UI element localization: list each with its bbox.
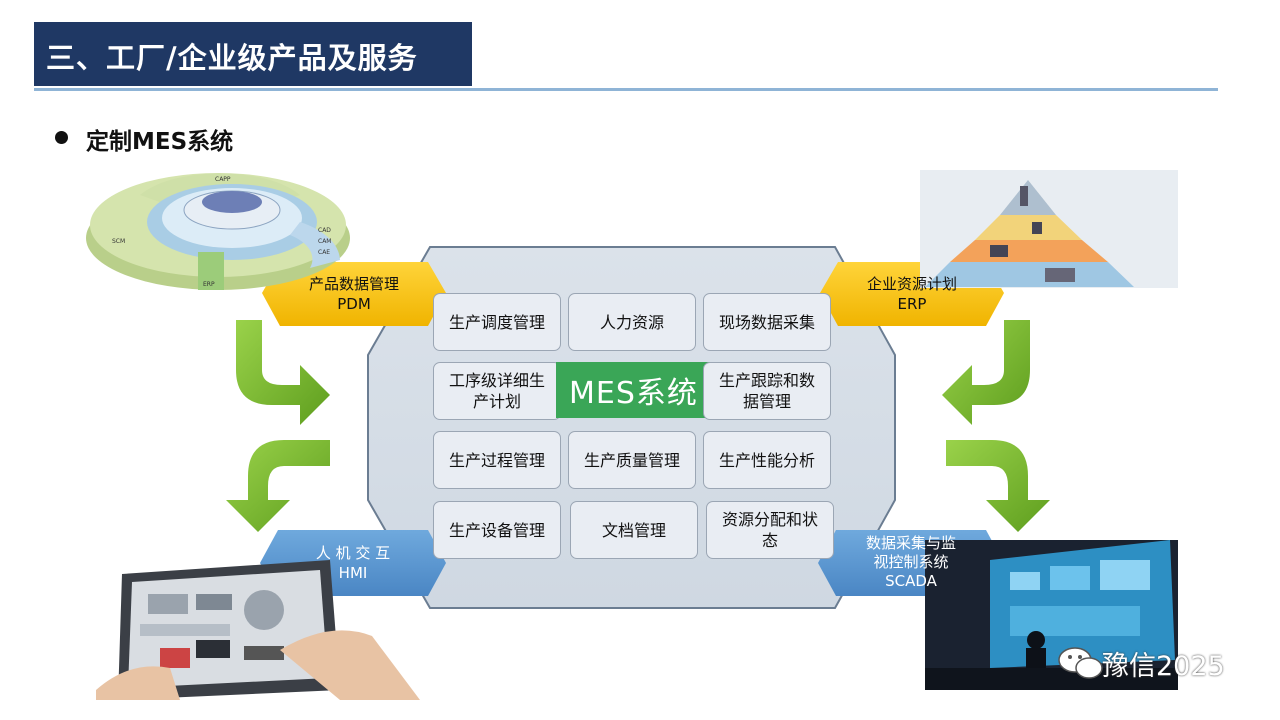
- module-label: 现场数据采集: [718, 312, 815, 332]
- wheel-scm: SCM: [112, 238, 125, 245]
- module-label: 人力资源: [599, 312, 664, 332]
- wheel-erp: ERP: [203, 281, 215, 288]
- scada-label: 数据采集与监 视控制系统 SCADA: [836, 528, 986, 596]
- pdm-hexagon: [262, 262, 446, 326]
- mes-center-label: MES系统: [556, 362, 711, 418]
- pdm-label-cn: 产品数据管理: [308, 275, 399, 293]
- hmi-label-en: HMI: [338, 564, 368, 582]
- hmi-label: 人 机 交 互 HMI: [278, 532, 428, 594]
- mes-title: MES系统: [569, 376, 698, 411]
- module-production-scheduling: 生产调度管理: [433, 293, 561, 351]
- scada-label-cn-1: 数据采集与监: [865, 533, 956, 552]
- module-label: 生产调度管理: [448, 312, 545, 332]
- arrow-mes-to-hmi: [226, 440, 330, 532]
- module-label: 生产过程管理: [448, 450, 545, 470]
- module-tracking-data-mgmt: 生产跟踪和数据管理: [703, 362, 831, 420]
- module-label: 生产跟踪和数据管理: [718, 371, 815, 411]
- module-document-management: 文档管理: [570, 501, 698, 559]
- hmi-screen-illustration: [96, 560, 420, 700]
- module-label: 生产性能分析: [718, 450, 815, 470]
- module-detailed-planning: 工序级详细生产计划: [433, 362, 561, 420]
- wheel-cad: CAD: [318, 227, 331, 234]
- module-equipment-management: 生产设备管理: [433, 501, 561, 559]
- pdm-wheel-illustration: [86, 173, 350, 290]
- section-title: 定制MES系统: [86, 129, 234, 155]
- arrow-erp-to-mes: [942, 320, 1030, 425]
- wheel-capp: CAPP: [215, 176, 231, 183]
- module-resource-allocation: 资源分配和状态: [706, 501, 834, 559]
- module-quality-management: 生产质量管理: [568, 431, 696, 489]
- module-label: 生产质量管理: [583, 450, 680, 470]
- module-label: 生产设备管理: [448, 520, 545, 540]
- pdm-label-en: PDM: [337, 295, 371, 313]
- erp-pyramid-illustration: [920, 170, 1178, 288]
- bullet-dot: [55, 131, 68, 144]
- scada-label-en: SCADA: [885, 571, 937, 590]
- pdm-label: 产品数据管理 PDM: [280, 264, 428, 324]
- wechat-icon: [1058, 647, 1103, 679]
- erp-label: 企业资源计划 ERP: [838, 264, 986, 324]
- module-label: 文档管理: [601, 520, 666, 540]
- module-performance-analysis: 生产性能分析: [703, 431, 831, 489]
- module-process-management: 生产过程管理: [433, 431, 561, 489]
- hmi-label-cn: 人 机 交 互: [315, 544, 391, 562]
- module-label: 工序级详细生产计划: [448, 371, 545, 411]
- watermark-text: 豫信2025: [1102, 651, 1225, 682]
- module-field-data-collection: 现场数据采集: [703, 293, 831, 351]
- module-human-resources: 人力资源: [568, 293, 696, 351]
- title-bar: 三、工厂/企业级产品及服务: [34, 22, 472, 86]
- wheel-cam: CAM: [318, 238, 331, 245]
- erp-label-cn: 企业资源计划: [866, 275, 957, 293]
- title-divider: [34, 88, 1218, 91]
- scada-room-illustration: [925, 540, 1178, 690]
- page-title: 三、工厂/企业级产品及服务: [46, 41, 418, 75]
- arrow-pdm-to-mes: [236, 320, 330, 425]
- erp-label-en: ERP: [897, 295, 927, 313]
- scada-label-cn-2: 视控制系统: [873, 552, 949, 571]
- module-label: 资源分配和状态: [721, 510, 818, 550]
- wheel-cae: CAE: [318, 249, 330, 256]
- arrow-mes-to-scada: [946, 440, 1050, 532]
